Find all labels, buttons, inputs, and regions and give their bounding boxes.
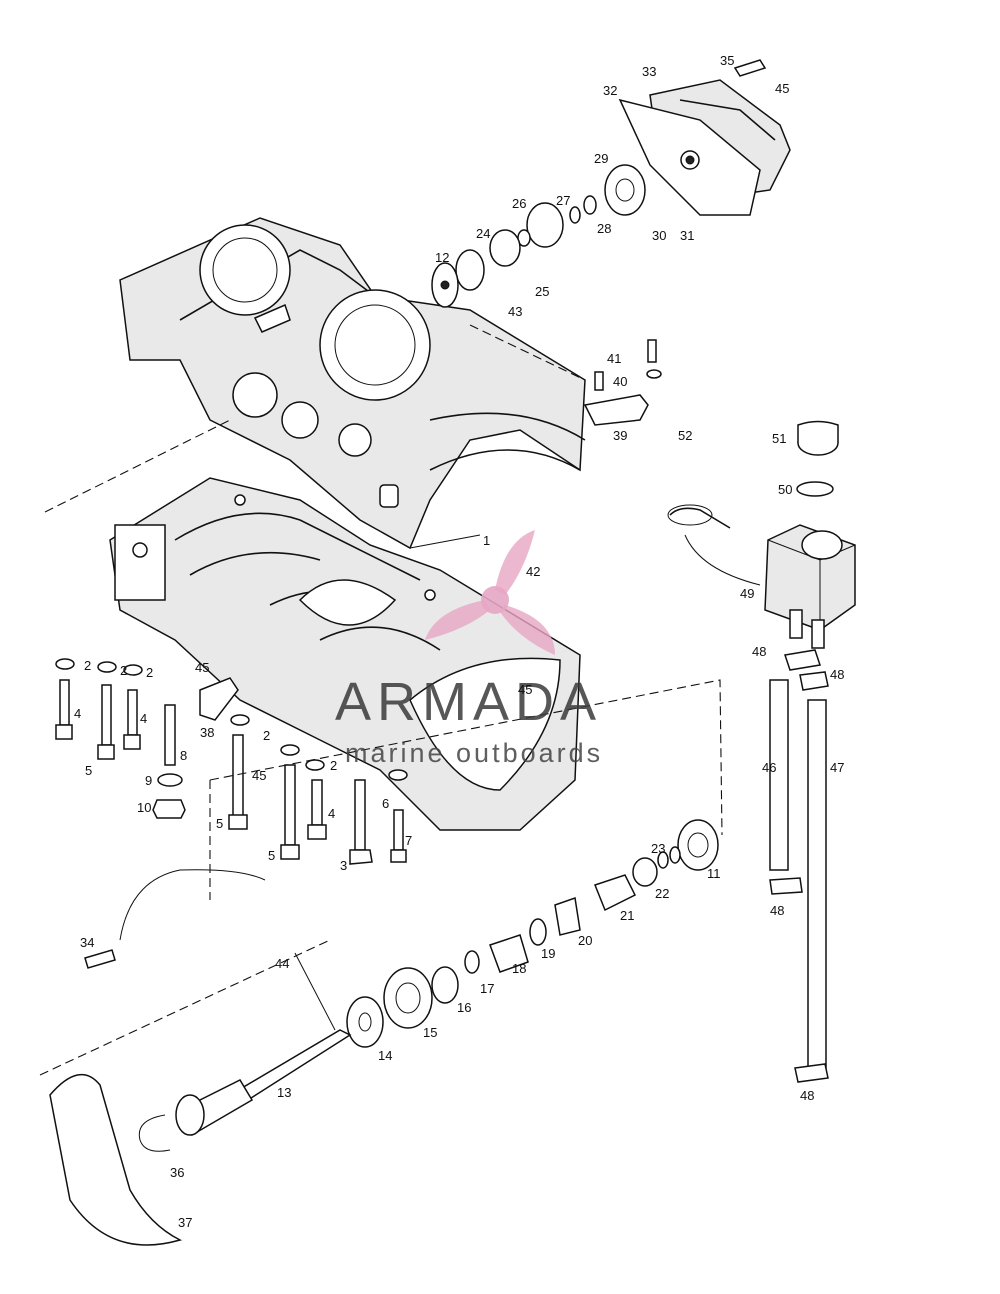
callout: 9 [145,773,152,788]
oil-tank [667,420,856,1083]
lower-crankcase [109,477,581,831]
callout: 40 [613,374,627,389]
callout: 23 [651,841,665,856]
callout: 52 [678,428,692,443]
callout: 28 [597,221,611,236]
callout: 43 [508,304,522,319]
callout: 18 [512,961,526,976]
callout: 1 [483,533,490,548]
callout: 5 [216,816,223,831]
callout: 12 [435,250,449,265]
callout: 4 [74,706,81,721]
pump-assembly [431,59,791,308]
watermark-title: ARMADA [335,672,602,732]
callout: 25 [535,284,549,299]
callout: 22 [655,886,669,901]
callout: 41 [607,351,621,366]
callout: 27 [556,193,570,208]
callout: 2 [120,663,127,678]
callout: 50 [778,482,792,497]
callout: 45 [518,682,532,697]
callout: 13 [277,1085,291,1100]
callout: 4 [140,711,147,726]
callout: 46 [762,760,776,775]
callout: 2 [330,758,337,773]
callout: 16 [457,1000,471,1015]
callout: 29 [594,151,608,166]
callout: 2 [146,665,153,680]
callout: 6 [382,796,389,811]
callout: 2 [263,728,270,743]
callout: 45 [195,660,209,675]
callout: 15 [423,1025,437,1040]
callout: 47 [830,760,844,775]
callout: 10 [137,800,151,815]
callout: 49 [740,586,754,601]
watermark-subtitle: marine outboards [345,738,603,768]
fasteners [55,658,408,969]
callout: 8 [180,748,187,763]
alignment-lines [39,324,723,1076]
callout: 4 [328,806,335,821]
callout: 31 [680,228,694,243]
callout: 3 [340,858,347,873]
callout: 35 [720,53,734,68]
callout: 44 [275,956,289,971]
callout: 48 [770,903,784,918]
callout: 26 [512,196,526,211]
callout: 36 [170,1165,184,1180]
callout: 42 [526,564,540,579]
callout: 21 [620,908,634,923]
callout: 48 [830,667,844,682]
upper-crankcase [119,217,586,550]
bracket-assembly [583,339,662,426]
callout: 34 [80,935,94,950]
callout: 17 [480,981,494,996]
callout: 19 [541,946,555,961]
callout: 32 [603,83,617,98]
callout: 39 [613,428,627,443]
callout: 33 [642,64,656,79]
callout: 48 [800,1088,814,1103]
callout: 5 [85,763,92,778]
callout: 24 [476,226,490,241]
callout: 20 [578,933,592,948]
callout: 5 [268,848,275,863]
callout: 51 [772,431,786,446]
callout: 45 [775,81,789,96]
propeller-logo [425,530,555,655]
callout: 11 [707,866,721,881]
callout: 30 [652,228,666,243]
watermark: ARMADA marine outboards [335,530,603,768]
callout: 37 [178,1215,192,1230]
drive-shaft-assembly [49,819,719,1246]
callout: 14 [378,1048,392,1063]
callout: 38 [200,725,214,740]
callout-labels: 1 2 2 2 2 2 3 4 4 4 5 5 5 6 7 8 9 10 11 … [74,53,844,1230]
callout: 2 [84,658,91,673]
callout: 45 [252,768,266,783]
callout: 48 [752,644,766,659]
callout: 7 [405,833,412,848]
